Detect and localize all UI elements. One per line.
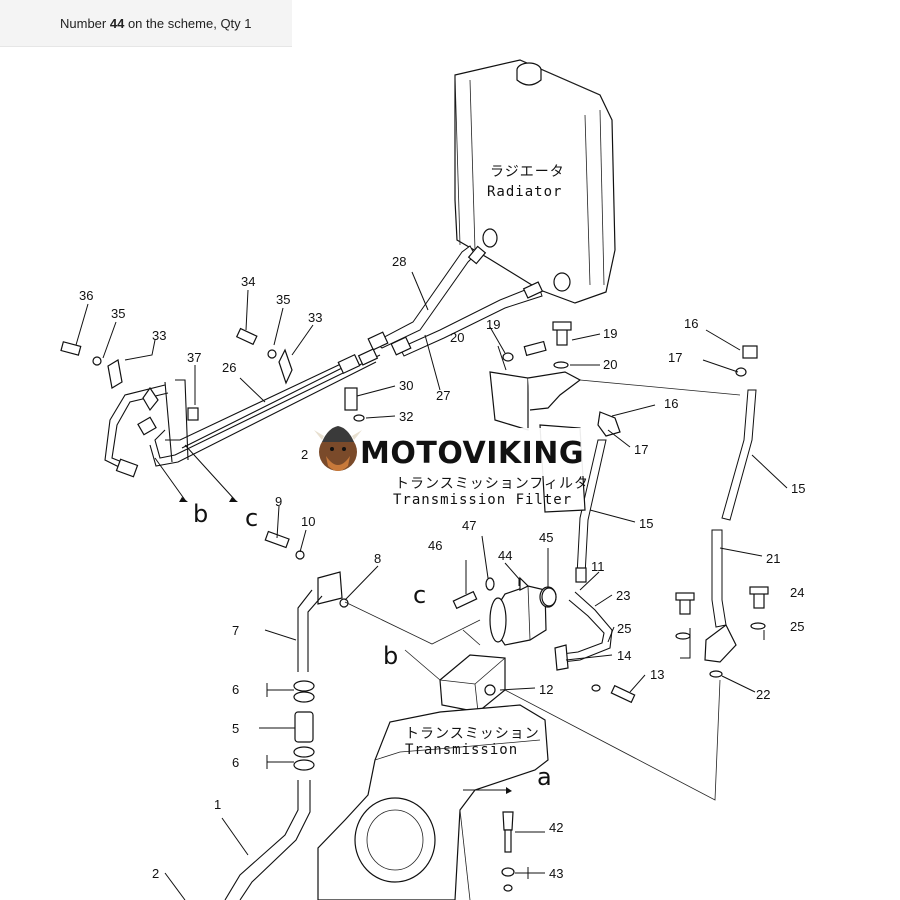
radiator-drawing: ラジエータ Radiator <box>454 59 616 304</box>
callout-6-bottom: 6 <box>232 755 239 770</box>
callout-46: 46 <box>428 538 442 553</box>
radiator-label-en: Radiator <box>487 184 562 200</box>
part-caption: Number 44 on the scheme, Qty 1 <box>60 16 252 31</box>
transmission-hoses <box>575 345 758 678</box>
callout-34: 34 <box>241 274 255 289</box>
callout-8: 8 <box>374 551 381 566</box>
caption-part-number: 44 <box>109 16 125 31</box>
watermark: MOTOVIKING <box>312 426 584 476</box>
callout-35-mid: 35 <box>276 292 290 307</box>
callout-27: 27 <box>436 388 450 403</box>
callout-17-top: 17 <box>668 350 682 365</box>
callout-30: 30 <box>399 378 413 393</box>
callout-11: 11 <box>591 559 605 574</box>
caption-prefix: Number <box>60 16 110 31</box>
callout-17-mid: 17 <box>634 442 648 457</box>
callout-1: 1 <box>214 797 221 812</box>
callout-14: 14 <box>617 648 631 663</box>
callout-numbers: 36 35 33 34 35 33 37 26 28 27 20 19 19 2… <box>79 254 805 881</box>
callout-32: 32 <box>399 409 413 424</box>
letter-c-pump: c <box>413 581 426 609</box>
callout-7: 7 <box>232 623 239 638</box>
callout-15-mid: 15 <box>639 516 653 531</box>
callout-26: 26 <box>222 360 236 375</box>
bolts-right <box>675 586 769 640</box>
trans-filter-label-en: Transmission Filter <box>393 492 572 508</box>
callout-19-left: 19 <box>486 317 500 332</box>
callout-35-left: 35 <box>111 306 125 321</box>
valve-block <box>439 654 506 713</box>
callout-25-right: 25 <box>790 619 804 634</box>
callout-24: 24 <box>790 585 804 600</box>
transmission-label-jp: トランスミッション <box>405 726 540 742</box>
callout-16-top: 16 <box>684 316 698 331</box>
radiator-hoses <box>367 245 544 357</box>
callout-20-right: 20 <box>603 357 617 372</box>
leader-lines <box>75 271 788 900</box>
callout-42: 42 <box>549 820 563 835</box>
callout-36: 36 <box>79 288 93 303</box>
suction-pipe-assembly <box>224 530 349 900</box>
clamps-and-bolts-left <box>60 327 365 502</box>
callout-15-right: 15 <box>791 481 805 496</box>
callout-23: 23 <box>616 588 630 603</box>
callout-22: 22 <box>756 687 770 702</box>
transmission-label-en: Transmission <box>405 742 518 758</box>
callout-21: 21 <box>766 551 780 566</box>
callout-43: 43 <box>549 866 563 881</box>
letter-a: a <box>537 763 552 791</box>
callout-2-bottom: 2 <box>152 866 159 881</box>
callout-10: 10 <box>301 514 315 529</box>
callout-2-top: 2 <box>301 447 308 462</box>
pipe-23-assembly <box>541 587 636 704</box>
letter-b-top: b <box>193 500 208 528</box>
callout-20-left: 20 <box>450 330 464 345</box>
sensor-parts <box>501 811 515 892</box>
callout-47: 47 <box>462 518 476 533</box>
viking-logo-icon <box>314 426 362 471</box>
callout-6-top: 6 <box>232 682 239 697</box>
callout-33-left: 33 <box>152 328 166 343</box>
callout-13: 13 <box>650 667 664 682</box>
letter-c-top: c <box>245 504 258 532</box>
callout-16-mid: 16 <box>664 396 678 411</box>
callout-19-right: 19 <box>603 326 617 341</box>
callout-33-mid: 33 <box>308 310 322 325</box>
callout-5: 5 <box>232 721 239 736</box>
watermark-text: MOTOVIKING <box>360 436 584 471</box>
letter-b-block: b <box>383 642 398 670</box>
left-pipe-assembly <box>104 348 381 478</box>
transmission-housing: トランスミッション Transmission <box>317 704 549 900</box>
callout-9: 9 <box>275 494 282 509</box>
callout-44: 44 <box>498 548 512 563</box>
callout-37: 37 <box>187 350 201 365</box>
radiator-label-jp: ラジエータ <box>490 164 565 180</box>
callout-12: 12 <box>539 682 553 697</box>
caption-bar <box>0 0 292 47</box>
trans-filter-label-jp: トランスミッションフィルタ <box>395 476 589 492</box>
caption-suffix: on the scheme, Qty 1 <box>124 16 252 31</box>
callout-25-left: 25 <box>617 621 631 636</box>
callout-45: 45 <box>539 530 553 545</box>
callout-28: 28 <box>392 254 406 269</box>
